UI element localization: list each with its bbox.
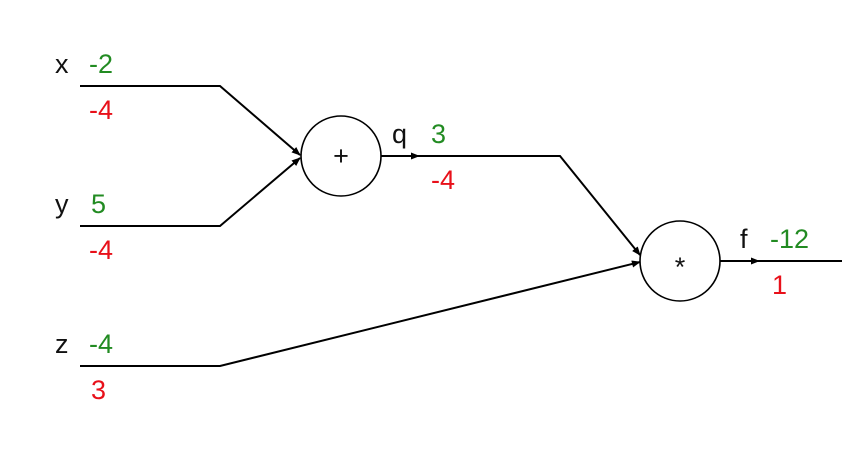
input-x-name: x bbox=[55, 49, 69, 79]
q-grad: -4 bbox=[431, 165, 455, 195]
input-y-grad: -4 bbox=[89, 235, 113, 265]
input-z-value: -4 bbox=[89, 329, 113, 359]
input-y-value: 5 bbox=[91, 189, 106, 219]
edge-x-to-add bbox=[80, 85, 301, 156]
f-value: -12 bbox=[770, 224, 809, 254]
q-name: q bbox=[392, 119, 407, 149]
q-value: 3 bbox=[431, 119, 446, 149]
input-y: y 5 -4 bbox=[55, 157, 301, 265]
add-node: + bbox=[300, 115, 382, 197]
input-x-grad: -4 bbox=[89, 95, 113, 125]
mul-node-op: * bbox=[675, 252, 686, 282]
intermediate-q: q 3 -4 bbox=[381, 119, 641, 256]
edge-q-to-mul bbox=[419, 155, 641, 256]
add-node-op: + bbox=[333, 141, 349, 171]
input-x: x -2 -4 bbox=[55, 49, 301, 156]
edge-z-to-mul bbox=[80, 260, 641, 367]
input-y-name: y bbox=[55, 189, 69, 219]
f-name: f bbox=[740, 224, 748, 254]
input-z-name: z bbox=[55, 329, 69, 359]
input-z: z -4 3 bbox=[55, 260, 641, 405]
mul-node: * bbox=[639, 220, 721, 302]
f-grad: 1 bbox=[772, 270, 787, 300]
input-x-value: -2 bbox=[89, 49, 113, 79]
output-f: f -12 1 bbox=[720, 224, 842, 300]
input-z-grad: 3 bbox=[91, 375, 106, 405]
edge-y-to-add bbox=[80, 157, 301, 227]
